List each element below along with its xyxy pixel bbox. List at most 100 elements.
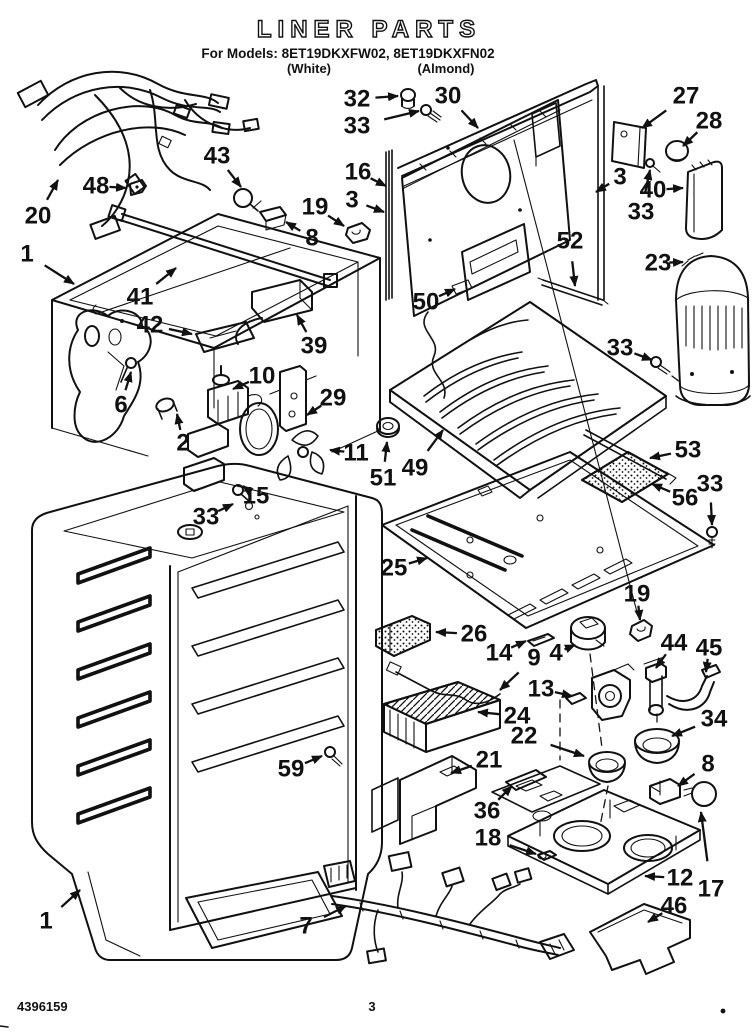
rod-52-art — [537, 277, 609, 306]
assembly-guide-lines-art — [559, 653, 658, 827]
callout-leader-56 — [651, 482, 671, 493]
bracket-arm-45-art — [666, 664, 721, 711]
callout-40: 40 — [640, 177, 667, 204]
clip-19-lower-art — [629, 619, 653, 642]
callout-19: 19 — [624, 581, 651, 608]
callout-1: 1 — [20, 241, 33, 268]
defrost-heater-26-art — [375, 615, 431, 657]
tube-9-art — [385, 661, 501, 705]
plug-28-art — [665, 140, 689, 162]
callout-2: 2 — [176, 430, 189, 457]
callout-29: 29 — [320, 385, 347, 412]
callout-leader-1 — [60, 889, 81, 908]
callout-leader-18 — [509, 844, 537, 856]
callout-4: 4 — [549, 640, 563, 667]
finish-almond-label: (Almond) — [417, 61, 474, 76]
callout-leader-42 — [168, 327, 193, 337]
callout-leader-33 — [643, 169, 653, 194]
doc-number: 4396159 — [17, 999, 68, 1014]
callout-leader-48 — [109, 182, 127, 192]
callout-leader-22 — [550, 743, 585, 758]
callout-leader-59 — [304, 754, 323, 765]
shield-42-art — [195, 321, 255, 353]
callout-leader-17 — [697, 811, 709, 862]
callout-33: 33 — [193, 504, 220, 531]
callout-leader-11 — [329, 446, 345, 456]
callout-9: 9 — [527, 645, 540, 672]
cover-40-art — [685, 159, 723, 240]
footer: 4396159 3 — [17, 999, 376, 1014]
wire-harness-7-art — [323, 851, 575, 965]
callout-27: 27 — [673, 83, 700, 110]
callout-leader-26 — [435, 628, 457, 638]
callout-leader-34 — [671, 725, 696, 738]
callout-leader-1 — [44, 264, 75, 285]
lamp-43-art — [233, 188, 287, 231]
callout-leader-29 — [306, 404, 322, 416]
callout-13: 13 — [528, 676, 555, 703]
callout-leader-15 — [242, 485, 254, 496]
freezer-shelf-49-art — [389, 301, 667, 499]
callout-leader-16 — [370, 177, 387, 188]
evap-cover-panel-art — [401, 99, 639, 617]
callout-leader-33 — [633, 352, 653, 362]
callout-34: 34 — [701, 706, 728, 733]
grommet-51-art — [376, 417, 400, 438]
wire-harness-20-art — [16, 70, 260, 240]
callout-leader-53 — [649, 451, 672, 461]
callout-leader-36 — [497, 785, 513, 801]
callout-leader-9 — [499, 671, 520, 691]
screw-33-top-art — [420, 104, 442, 123]
callout-21: 21 — [476, 747, 503, 774]
callout-leader-23 — [669, 257, 684, 267]
clip-19-top-art — [345, 222, 371, 244]
page-number: 3 — [368, 999, 375, 1014]
callout-52: 52 — [557, 228, 584, 255]
callout-leader-51 — [381, 441, 391, 462]
callout-26: 26 — [461, 621, 488, 648]
side-plate-6-art — [68, 309, 152, 443]
callout-20: 20 — [25, 203, 52, 230]
callout-leader-12 — [644, 872, 665, 882]
callout-44: 44 — [661, 630, 688, 657]
callout-36: 36 — [474, 798, 501, 825]
callout-6: 6 — [114, 392, 127, 419]
callout-leader-8 — [285, 221, 301, 232]
callout-33: 33 — [628, 199, 655, 226]
header: LINER PARTS For Models: 8ET19DKXFW02, 8E… — [201, 15, 494, 76]
callout-leader-2 — [174, 413, 184, 431]
callout-1: 1 — [39, 908, 52, 935]
callout-8: 8 — [701, 751, 714, 778]
callout-leader-13 — [554, 689, 573, 699]
callout-leader-39 — [295, 314, 308, 333]
cup-34-art — [634, 728, 680, 764]
callout-leader-50 — [438, 287, 456, 298]
callout-leader-3 — [365, 204, 385, 214]
callout-leader-10 — [232, 380, 250, 391]
callout-leader-46 — [647, 912, 663, 923]
callout-19: 19 — [302, 194, 329, 221]
callout-leader-40 — [666, 184, 684, 194]
callout-41: 41 — [127, 284, 154, 311]
callout-leader-43 — [226, 169, 242, 188]
callout-24: 24 — [504, 703, 531, 730]
callout-leader-4 — [564, 643, 576, 654]
callout-23: 23 — [645, 250, 672, 277]
callout-8: 8 — [305, 225, 318, 252]
callout-leader-19 — [327, 214, 345, 227]
callout-43: 43 — [204, 143, 231, 170]
callout-leader-20 — [45, 179, 60, 201]
callout-leader-3 — [595, 182, 610, 193]
drain-pan-12-art — [507, 789, 701, 895]
print-artifacts — [0, 1008, 726, 1028]
callout-53: 53 — [675, 437, 702, 464]
callout-leader-30 — [460, 109, 479, 129]
callout-14: 14 — [486, 640, 513, 667]
callout-leader-6 — [123, 371, 133, 391]
callout-18: 18 — [475, 825, 502, 852]
callout-7: 7 — [299, 913, 312, 940]
cup-22-art — [588, 751, 626, 783]
evaporator-24-art — [383, 681, 501, 753]
bracket-13-art — [565, 663, 635, 721]
